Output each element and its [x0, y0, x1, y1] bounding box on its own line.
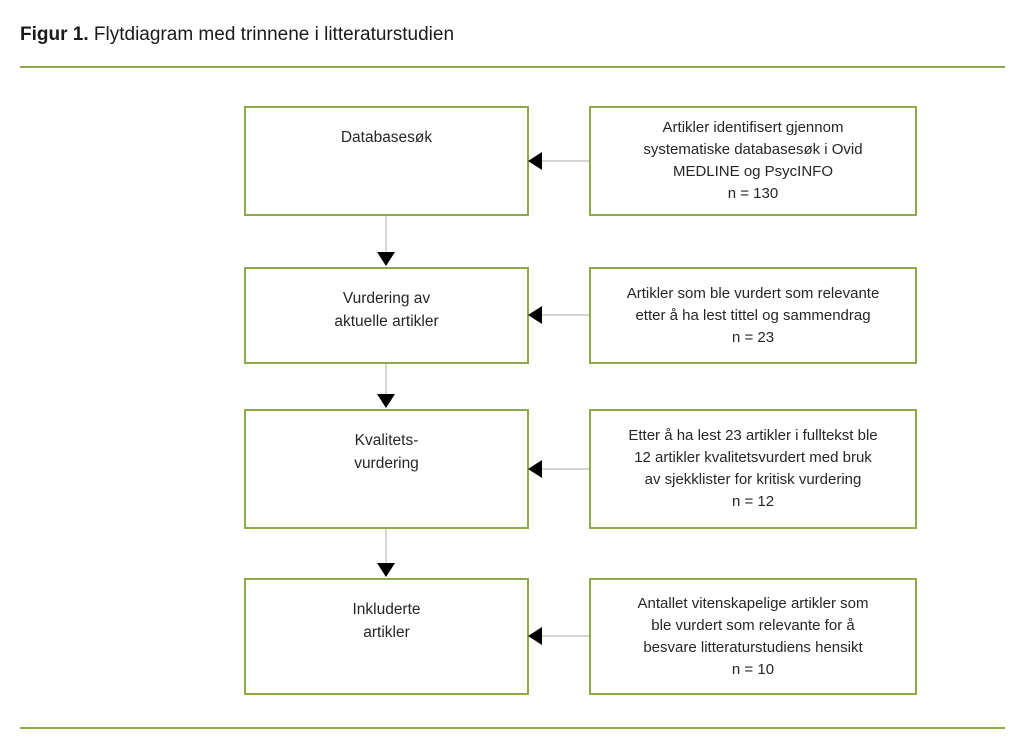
- arrow-left-head-icon: [528, 152, 542, 170]
- stage-box-inkluderte-artikler: Inkluderte artikler: [244, 578, 529, 695]
- figure-footer-rule: [20, 727, 1005, 729]
- stage-box-kvalitetsvurdering: Kvalitets- vurdering: [244, 409, 529, 529]
- stage-line-2: artikler: [363, 624, 410, 641]
- desc-count-label: n = 10: [731, 660, 775, 678]
- arrow-left-head-icon: [528, 460, 542, 478]
- arrow-right-to-stage-3: [528, 460, 589, 478]
- desc-line-2: etter å ha lest tittel og sammendrag: [635, 306, 871, 324]
- arrow-stage-1-to-stage-2: [377, 216, 395, 266]
- arrow-left-head-icon: [528, 306, 542, 324]
- arrow-down-head-icon: [377, 563, 395, 577]
- stage-line-2: aktuelle artikler: [334, 313, 439, 330]
- desc-line-3: av sjekklister for kritisk vurdering: [644, 471, 862, 488]
- description-box-4: Antallet vitenskapelige artikler som ble…: [589, 578, 917, 695]
- desc-count-label: n = 12: [731, 493, 775, 510]
- figure-description: Flytdiagram med trinnene i litteraturstu…: [88, 24, 455, 45]
- desc-count-label: n = 130: [727, 185, 779, 202]
- desc-line-2: ble vurdert som relevante for å: [651, 616, 855, 634]
- desc-count-label: n = 23: [731, 328, 775, 346]
- arrow-stage-3-to-stage-4: [377, 529, 395, 577]
- stage-line-2: vurdering: [354, 455, 419, 472]
- figure-label: Figur 1.: [20, 24, 89, 45]
- description-box-3: Etter å ha lest 23 artikler i fulltekst …: [589, 409, 917, 529]
- arrow-stage-2-to-stage-3: [377, 364, 395, 408]
- description-box-1: Artikler identifisert gjennom systematis…: [589, 106, 917, 216]
- desc-line-1: Artikler som ble vurdert som relevante: [626, 284, 880, 302]
- desc-line-2: systematiske databasesøk i Ovid: [643, 141, 863, 158]
- stage-box-databasesok: Databasesøk: [244, 106, 529, 216]
- desc-line-3: MEDLINE og PsycINFO: [672, 163, 834, 180]
- stage-line-1: Databasesøk: [340, 129, 433, 146]
- arrow-right-to-stage-4: [528, 627, 589, 645]
- stage-line-1: Kvalitets-: [354, 432, 419, 449]
- description-box-2: Artikler som ble vurdert som relevante e…: [589, 267, 917, 364]
- arrow-down-head-icon: [377, 394, 395, 408]
- caption-divider-rule: [20, 66, 1005, 68]
- stage-box-vurdering-av-aktuelle-artikler: Vurdering av aktuelle artikler: [244, 267, 529, 364]
- stage-line-1: Vurdering av: [342, 290, 431, 307]
- arrow-right-to-stage-2: [528, 306, 589, 324]
- desc-line-2: 12 artikler kvalitetsvurdert med bruk: [634, 449, 872, 466]
- desc-line-3: besvare litteraturstudiens hensikt: [643, 638, 863, 656]
- figure-caption: Figur 1. Flytdiagram med trinnene i litt…: [20, 22, 454, 48]
- arrow-left-head-icon: [528, 627, 542, 645]
- desc-line-1: Etter å ha lest 23 artikler i fulltekst …: [628, 427, 878, 444]
- stage-line-1: Inkluderte: [352, 601, 421, 618]
- arrow-down-head-icon: [377, 252, 395, 266]
- desc-line-1: Antallet vitenskapelige artikler som: [637, 594, 869, 612]
- arrow-right-to-stage-1: [528, 152, 589, 170]
- desc-line-1: Artikler identifisert gjennom: [662, 119, 844, 136]
